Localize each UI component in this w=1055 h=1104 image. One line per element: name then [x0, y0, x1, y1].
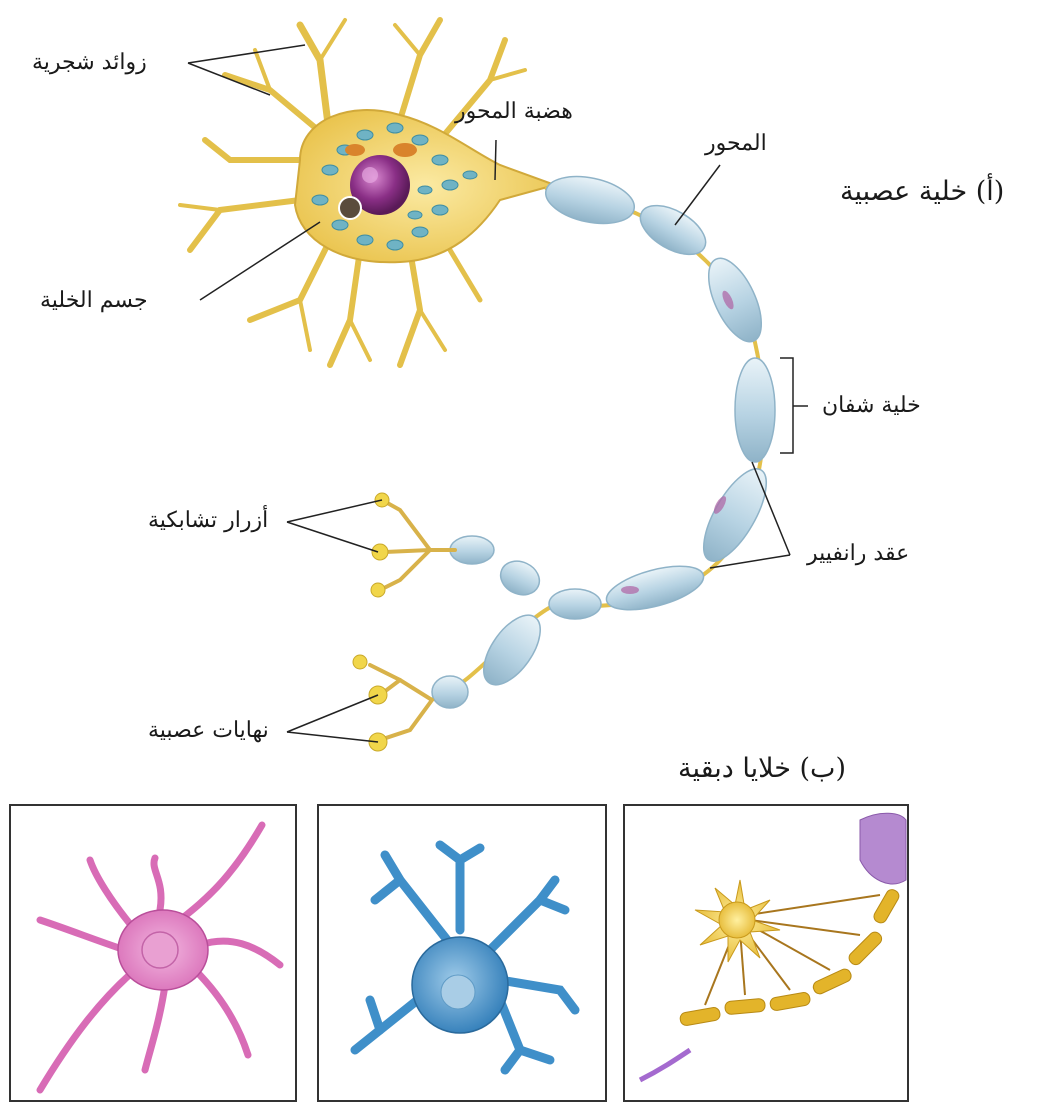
- cell-body: [295, 110, 555, 262]
- nucleolus: [362, 167, 378, 183]
- dendrites-label: زوائد شجرية: [32, 52, 147, 74]
- mitochondrion: [345, 144, 365, 156]
- glia-panel-right: [624, 805, 908, 1101]
- axon-hillock-label: هضبة المحور: [455, 101, 573, 123]
- section-a-title: (أ) خلية عصبية: [840, 178, 1004, 205]
- nerve-endings-label: نهايات عصبية: [148, 720, 269, 742]
- synaptic-knobs: [353, 493, 389, 751]
- section-b-title: (ب) خلايا دبقية: [678, 755, 846, 782]
- myelin-sheath: [432, 169, 778, 708]
- glia-panel-left: [10, 805, 296, 1101]
- synaptic-knobs-label: أزرار تشابكية: [148, 510, 268, 532]
- mitochondrion: [393, 143, 417, 157]
- nodes-of-ranvier-label: عقد رانفيير: [807, 543, 909, 565]
- cell-body-label: جسم الخلية: [40, 290, 148, 312]
- glia-panel-middle: [318, 805, 606, 1101]
- cell-granule: [339, 197, 361, 219]
- axon: [430, 169, 778, 708]
- schwann-cell-label: خلية شفان: [822, 395, 921, 417]
- axon-label: المحور: [705, 133, 767, 155]
